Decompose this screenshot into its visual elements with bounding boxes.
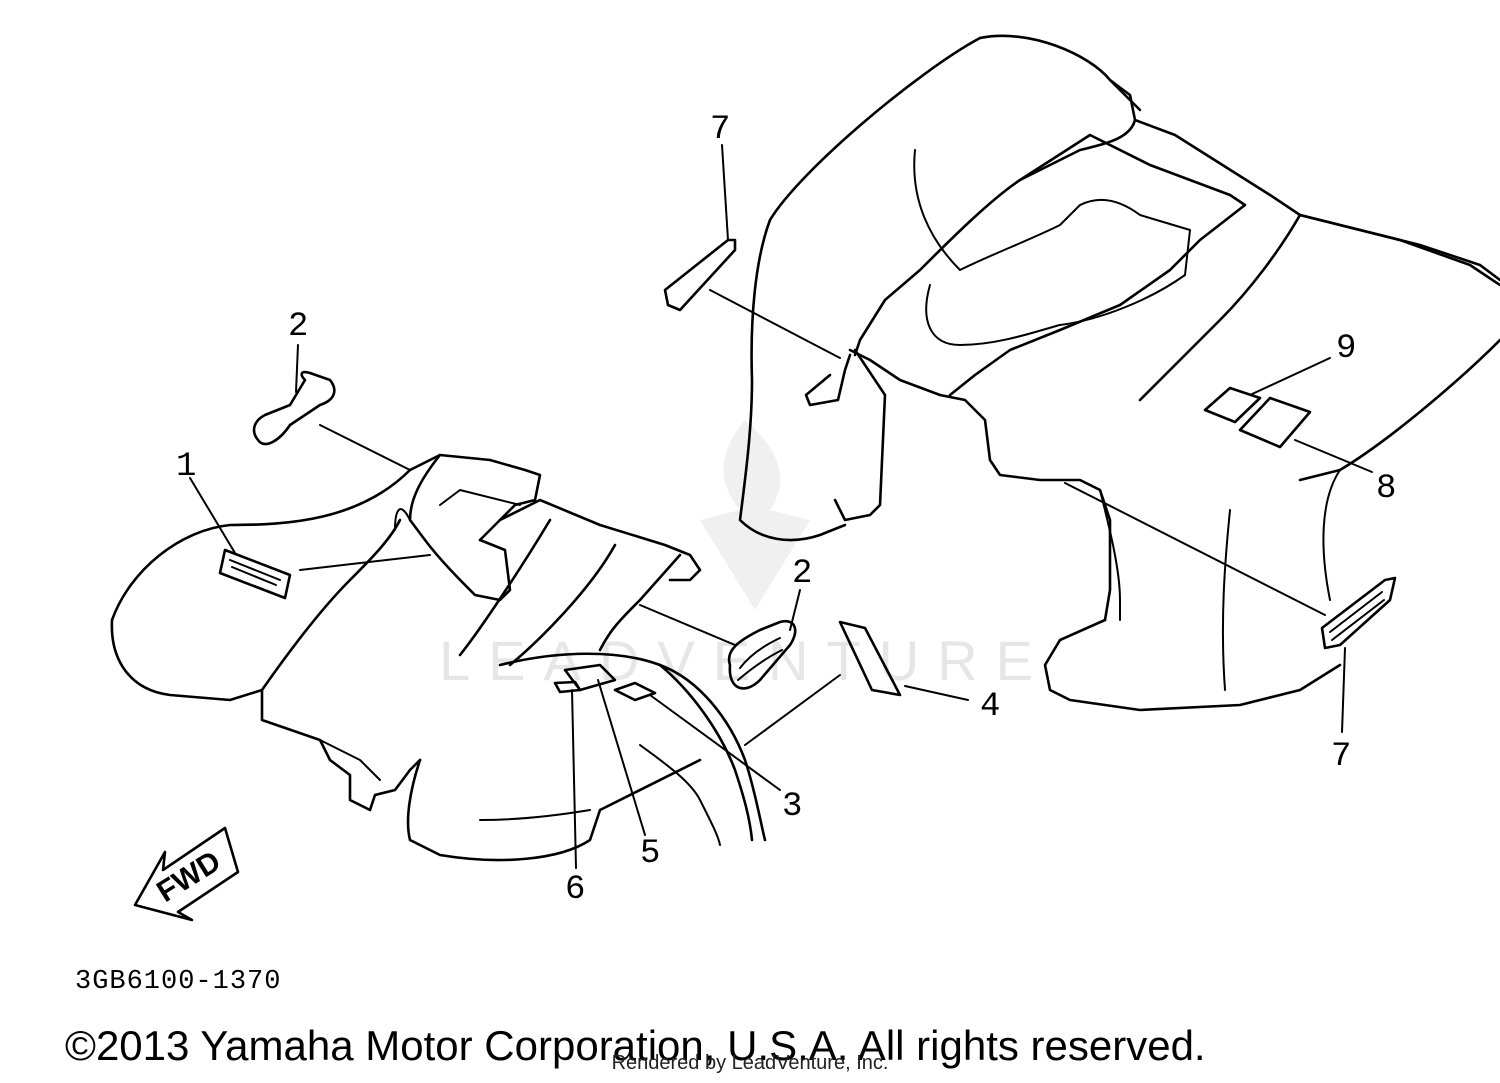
fwd-arrow: FWD xyxy=(133,826,240,922)
callout-8: 8 xyxy=(1376,470,1396,508)
callout-2-upper: 2 xyxy=(288,308,308,346)
callout-3: 3 xyxy=(782,788,802,826)
part-number: 3GB6100-1370 xyxy=(75,967,281,997)
decal-6 xyxy=(553,680,582,694)
callout-1: 1 xyxy=(176,448,196,486)
emblem-2-lower xyxy=(727,619,797,690)
emblem-7-lower xyxy=(1320,576,1397,650)
callout-5: 5 xyxy=(640,835,660,873)
rendered-by-credit: Rendered by LeadVenture, Inc. xyxy=(612,1052,889,1074)
callout-9: 9 xyxy=(1336,330,1356,368)
label-4 xyxy=(838,620,902,697)
label-9 xyxy=(1203,386,1262,424)
leadventure-watermark: LEADVENTURE xyxy=(439,420,1033,692)
graphic-2-upper xyxy=(252,370,336,446)
decal-3-fender xyxy=(613,681,657,702)
leader-lines xyxy=(189,144,1373,869)
emblem-1 xyxy=(218,548,292,600)
rear-fender xyxy=(738,34,1500,712)
label-8 xyxy=(1238,396,1312,449)
callout-7-upper: 7 xyxy=(710,111,730,149)
callout-numbers: 1 2 2 3 4 5 6 7 7 8 9 xyxy=(176,111,1396,909)
copyright-notice: ©2013 Yamaha Motor Corporation, U.S.A. A… xyxy=(65,1022,1206,1069)
callout-7-lower: 7 xyxy=(1331,738,1351,776)
callout-6: 6 xyxy=(565,871,585,909)
front-fender xyxy=(110,453,767,862)
callout-4: 4 xyxy=(980,688,1000,726)
stripe-7-upper xyxy=(663,238,737,312)
callout-2-lower: 2 xyxy=(792,555,812,593)
